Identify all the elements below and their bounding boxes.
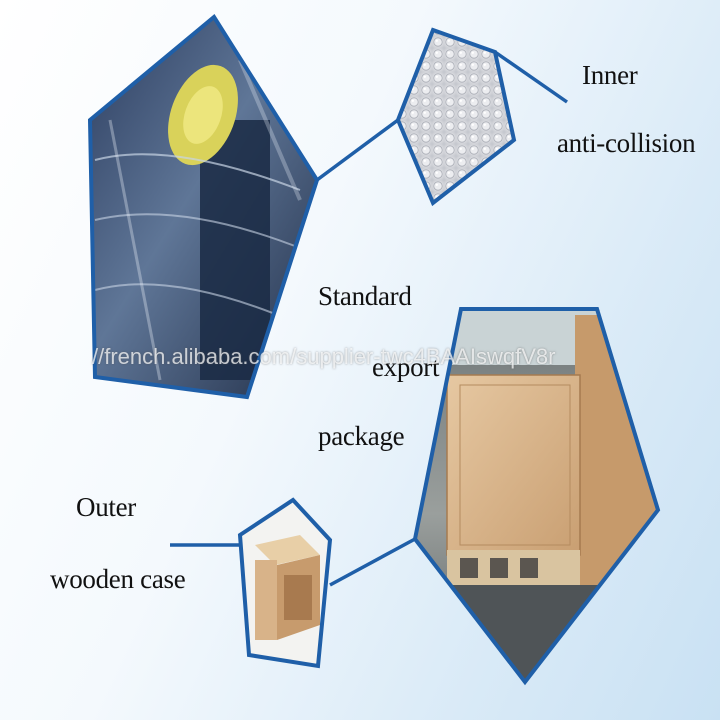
connector-wrap-to-bubble xyxy=(315,118,400,182)
connector-bubble-to-inner-label xyxy=(494,50,568,104)
connector-small-crate-to-big-crate xyxy=(329,537,416,587)
small-wooden-crate-photo xyxy=(237,497,333,669)
outer-label: Outer xyxy=(76,492,136,522)
connector-lines xyxy=(170,50,568,587)
wooden-case-label: wooden case xyxy=(50,564,186,594)
watermark-url: //french.alibaba.com/supplier-twc4BAAIsw… xyxy=(92,344,556,369)
standard-label: Standard xyxy=(318,281,412,311)
package-label: package xyxy=(318,421,405,451)
anti-collision-label: anti-collision xyxy=(557,128,696,158)
inner-label: Inner xyxy=(582,60,638,90)
export-label: export xyxy=(372,352,440,382)
